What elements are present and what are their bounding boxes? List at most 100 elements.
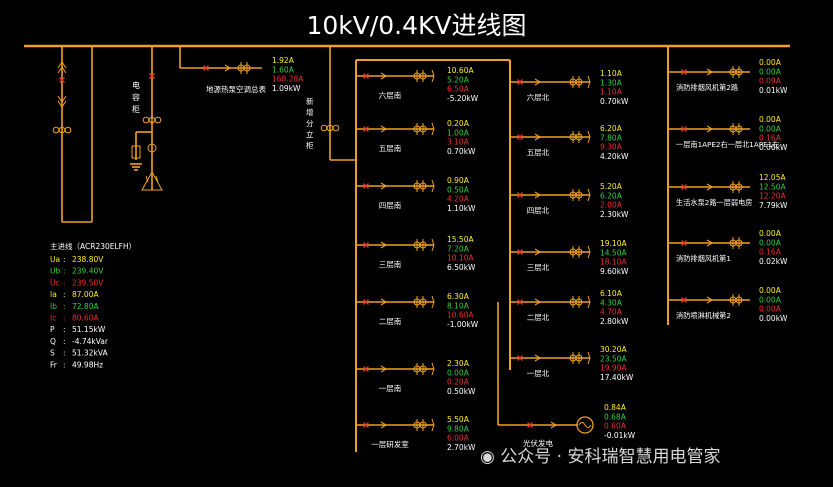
north-feeder-6-ic: 19.90A <box>600 364 627 373</box>
south-feeder-2-ct <box>413 123 427 135</box>
north-feeder-6-p: 17.40kW <box>600 373 634 382</box>
right-feeder-3-ib: 12.50A <box>759 182 786 191</box>
ct-coil <box>142 116 150 124</box>
south-feeder-5-ib: 8.10A <box>447 301 470 310</box>
south-feeder-3-breaker <box>363 183 369 189</box>
right-feeder-1-breaker <box>681 69 687 75</box>
main-incoming-colon: : <box>63 349 66 358</box>
breaker-x <box>527 422 533 428</box>
right-feeder-1-ib: 0.00A <box>759 67 782 76</box>
pv-breaker <box>527 422 533 428</box>
breaker-x <box>363 366 369 372</box>
south-feeder-2-tap <box>431 122 435 136</box>
arrow-icon <box>380 298 388 306</box>
right-feeder-4-p: 0.02kW <box>759 257 788 266</box>
right-feeder-4-ct <box>729 237 743 249</box>
new-cabinet-label: 增 <box>306 107 314 117</box>
south-feeder-7-ic: 6.00A <box>447 434 470 443</box>
south-feeder-7-ia: 5.50A <box>447 415 470 424</box>
north-feeder-2-breaker <box>517 134 523 140</box>
south-feeder-6-tap <box>431 362 435 376</box>
north-feeder-1-ic: 1.10A <box>600 88 623 97</box>
north-feeder-6-ct <box>569 352 583 364</box>
main-incoming-value-Ia: 87.00A <box>72 290 99 299</box>
new-cabinet-label: 分 <box>306 119 314 128</box>
north-feeder-1-p: 0.70kW <box>600 97 629 106</box>
south-feeder-7-p: 2.70kW <box>447 443 476 452</box>
north-feeder-4-tap <box>587 245 591 259</box>
south-feeder-3-ct <box>413 180 427 192</box>
arrow-icon <box>380 182 388 190</box>
main-incoming-label-Ia: Ia <box>50 290 57 299</box>
north-feeder-1-tap <box>587 75 591 89</box>
south-feeder-5-tap <box>431 295 435 309</box>
right-feeder-2-ct <box>729 123 743 135</box>
south-feeder-3-p: 1.10kW <box>447 204 476 213</box>
south-feeder-1-ct <box>413 70 427 82</box>
south-feeder-6-breaker <box>363 366 369 372</box>
south-feeder-3-ib: 0.50A <box>447 185 470 194</box>
top-feeder-ct <box>237 62 251 74</box>
arrow-icon <box>534 354 542 362</box>
main-incoming-colon: : <box>63 360 66 369</box>
south-feeder-2-breaker <box>363 126 369 132</box>
arrow-icon <box>706 183 714 191</box>
main-incoming-value-Ib: 72.80A <box>72 302 99 311</box>
arrow-icon <box>550 421 558 429</box>
arrow-icon <box>706 239 714 247</box>
right-feeder-1-ct <box>729 66 743 78</box>
right-feeder-3-ct <box>729 181 743 193</box>
south-feeder-4-p: 6.50kW <box>447 263 476 272</box>
north-feeder-3-p: 2.30kW <box>600 210 629 219</box>
breaker-x <box>363 73 369 79</box>
top-feeder-name: 地源热泵空调总表 <box>206 84 266 94</box>
south-feeder-3-ia: 0.90A <box>447 176 470 185</box>
breaker-x <box>149 73 155 79</box>
arrow-icon <box>380 421 388 429</box>
south-feeder-6-p: 0.50kW <box>447 387 476 396</box>
main-incoming-colon: : <box>63 267 66 276</box>
pv-ib: 0.68A <box>604 412 627 421</box>
south-feeder-1-breaker <box>363 73 369 79</box>
north-feeder-6-breaker <box>517 355 523 361</box>
ct-coil <box>332 124 340 132</box>
south-feeder-4-tap <box>431 238 435 252</box>
south-feeder-3-name: 四层南 <box>379 200 402 210</box>
main-incoming-label-S: S <box>50 349 55 358</box>
breaker-x <box>681 240 687 246</box>
south-feeder-3-ic: 4.20A <box>447 195 470 204</box>
breaker-x <box>517 299 523 305</box>
incoming-breaker <box>59 77 65 83</box>
right-feeder-2-breaker <box>681 126 687 132</box>
right-feeder-3-name: 生活水泵2路一层弱电房 <box>676 198 752 207</box>
south-feeder-2-p: 0.70kW <box>447 147 476 156</box>
top-feeder-p: 1.09kW <box>272 84 301 93</box>
right-feeder-1-ia: 0.00A <box>759 58 782 67</box>
breaker-x <box>363 299 369 305</box>
main-incoming-value-Uc: 239.50V <box>72 278 104 287</box>
north-feeder-5-ct <box>569 296 583 308</box>
breaker-x <box>517 79 523 85</box>
north-feeder-2-ia: 6.20A <box>600 124 623 133</box>
right-feeder-5-p: 0.00kW <box>759 314 788 323</box>
north-feeder-6-ia: 30.20A <box>600 345 627 354</box>
south-feeder-4-name: 三层南 <box>379 259 402 269</box>
right-feeder-5-breaker <box>681 297 687 303</box>
north-feeder-4-ia: 19.10A <box>600 239 627 248</box>
watermark-text: 公众号 · 安科瑞智慧用电管家 <box>500 447 721 467</box>
pv-name: 光伏发电 <box>523 438 553 448</box>
arrow-icon <box>534 298 542 306</box>
north-feeder-1-name: 六层北 <box>527 92 550 102</box>
south-feeder-4-ic: 10.10A <box>447 254 474 263</box>
ct-coil <box>52 126 60 134</box>
north-feeder-1-ia: 1.10A <box>600 69 623 78</box>
south-feeder-6-ct <box>413 363 427 375</box>
north-feeder-5-tap <box>587 295 591 309</box>
south-feeder-5-ic: 10.60A <box>447 311 474 320</box>
capacitor-plates <box>145 175 159 183</box>
ct-coil <box>64 126 72 134</box>
ct-coil <box>154 116 162 124</box>
breaker-x <box>517 249 523 255</box>
south-feeder-4-ct <box>413 239 427 251</box>
main-incoming-colon: : <box>63 325 66 334</box>
